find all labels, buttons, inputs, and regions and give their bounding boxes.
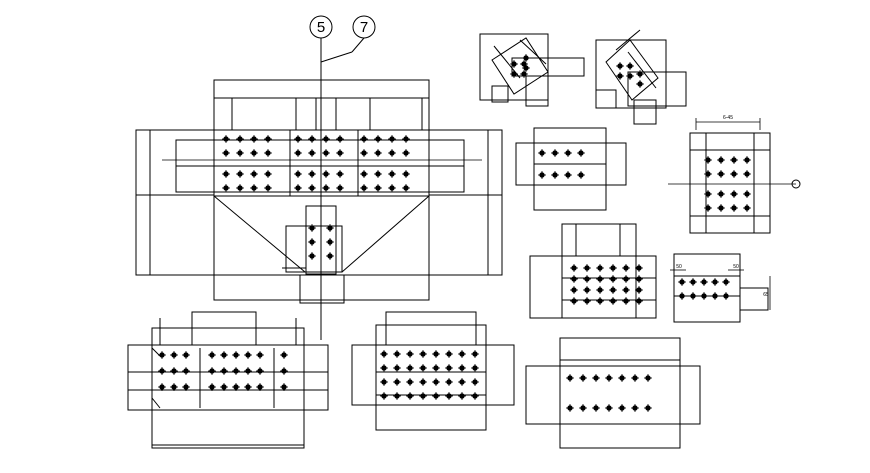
dimension-label-side: 65 xyxy=(763,292,769,298)
detail-right-small-bolts xyxy=(538,149,585,179)
detail-dimensioned: 50 50 65 xyxy=(670,253,771,323)
detail-bottom-right-bolts xyxy=(566,374,652,412)
dimension-label-left: 50 xyxy=(676,264,682,270)
detail-skew-right-bolts xyxy=(616,62,644,88)
detail-bottom-left-bolts xyxy=(158,351,288,391)
detail-skew-right xyxy=(595,29,687,125)
detail-bottom-mid xyxy=(351,311,515,431)
detail-skew-left-bolts xyxy=(510,54,530,78)
detail-right-center xyxy=(529,223,657,319)
callout-label-7: 7 xyxy=(360,19,368,36)
detail-dimensioned-bolts xyxy=(678,278,730,300)
dimension-label-top: 6-45 xyxy=(723,115,733,121)
main-bolt-pattern xyxy=(222,135,410,260)
callout-group: 5 7 xyxy=(309,15,376,63)
detail-right-center-bolts xyxy=(570,264,643,305)
main-connection-elevation xyxy=(135,60,503,340)
detail-far-right-bolts xyxy=(704,156,751,212)
detail-far-right: 6-45 xyxy=(668,115,801,234)
detail-bottom-mid-bolts xyxy=(380,350,479,400)
detail-bottom-left xyxy=(127,311,329,449)
callout-label-5: 5 xyxy=(317,19,325,36)
dimension-label-right: 50 xyxy=(733,264,739,270)
detail-right-small xyxy=(515,127,627,211)
detail-skew-left xyxy=(479,33,585,107)
detail-bottom-right xyxy=(525,337,701,449)
